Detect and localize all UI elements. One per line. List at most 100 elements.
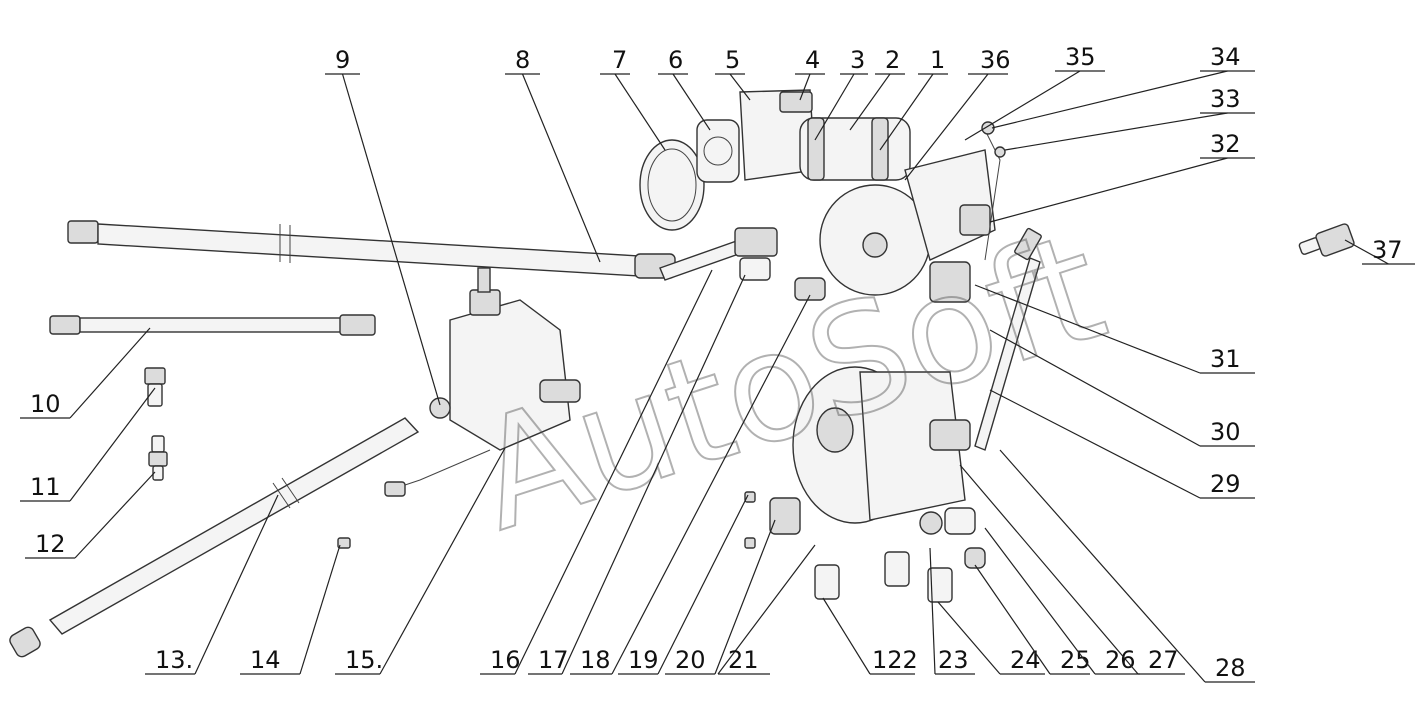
- callout-22: 122: [822, 597, 918, 675]
- callout-number: 122: [872, 646, 918, 674]
- callout-31: 31: [974, 284, 1255, 374]
- part-gasket-6: [696, 119, 740, 183]
- callout-leader-line: [611, 294, 811, 675]
- callout-11: 11: [20, 387, 156, 502]
- callout-number: 32: [1210, 130, 1241, 158]
- callout-number: 20: [675, 646, 706, 674]
- callout-13: 13.: [145, 494, 279, 675]
- callout-leader-line: [974, 284, 1201, 374]
- callout-leader-line: [984, 527, 1096, 675]
- callout-number: 28: [1215, 654, 1246, 682]
- callout-leader-line: [999, 449, 1206, 683]
- callout-number: 27: [1148, 646, 1179, 674]
- callout-leader-line: [672, 73, 711, 131]
- callout-2: 2: [849, 46, 905, 131]
- callout-16: 16: [480, 269, 713, 675]
- part-vaporiser-21-28: [744, 366, 986, 603]
- callout-leader-line: [299, 544, 341, 675]
- callout-36: 36: [904, 46, 1011, 181]
- callout-33: 33: [1004, 85, 1255, 151]
- callout-10: 10: [20, 327, 151, 419]
- callout-number: 7: [612, 46, 627, 74]
- callout-leader-line: [989, 389, 1201, 499]
- callout-number: 15.: [345, 646, 383, 674]
- callout-leader-line: [964, 70, 1081, 141]
- callout-number: 29: [1210, 470, 1241, 498]
- callout-25: 25: [974, 564, 1091, 675]
- callout-number: 4: [805, 46, 820, 74]
- callout-27: 27: [959, 464, 1185, 675]
- part-intake-hose-1-3: [799, 117, 911, 181]
- callout-32: 32: [989, 130, 1255, 223]
- part-hose-8: [67, 220, 676, 279]
- callout-leader-line: [514, 269, 713, 675]
- callout-leader-line: [989, 157, 1228, 223]
- callout-20: 20: [665, 519, 776, 675]
- callout-leader-line: [714, 519, 776, 675]
- callout-leader-line: [879, 73, 934, 151]
- part-regulator-15: [384, 267, 581, 497]
- callout-leader-line: [849, 73, 891, 131]
- callout-29: 29: [989, 389, 1255, 499]
- part-housing-4-5: [739, 89, 816, 181]
- callout-leader-line: [194, 494, 279, 675]
- part-drawings: [9, 89, 1355, 658]
- callout-19: 19: [618, 494, 749, 675]
- callout-leader-line: [561, 274, 746, 675]
- callout-24: 24: [937, 601, 1045, 675]
- part-fitting-37: [1298, 223, 1355, 257]
- callout-15: 15.: [335, 447, 506, 675]
- callout-leader-line: [717, 544, 816, 675]
- part-tube-13: [9, 417, 420, 658]
- callout-leader-line: [69, 327, 151, 419]
- callout-number: 21: [728, 646, 759, 674]
- callout-number: 3: [850, 46, 865, 74]
- callout-leader-line: [1004, 112, 1228, 151]
- callout-34: 34: [991, 43, 1255, 129]
- callout-37: 37: [1344, 236, 1415, 265]
- callout-number: 30: [1210, 418, 1241, 446]
- callout-leader-line: [974, 564, 1051, 675]
- callout-35: 35: [964, 43, 1105, 141]
- callout-5: 5: [715, 46, 751, 101]
- callout-number: 37: [1372, 236, 1403, 264]
- callout-leader-line: [799, 73, 811, 101]
- part-fitting-12: [148, 435, 168, 481]
- callout-leader-line: [379, 447, 506, 675]
- callout-1: 1: [879, 46, 948, 151]
- callout-number: 35: [1065, 43, 1096, 71]
- callout-leader-line: [1344, 239, 1389, 265]
- part-lever-29: [974, 257, 1041, 451]
- callout-leader-line: [614, 73, 666, 151]
- callout-number: 12: [35, 530, 66, 558]
- callout-leader-line: [341, 73, 441, 406]
- callout-17: 17: [528, 274, 746, 675]
- callout-number: 31: [1210, 345, 1241, 373]
- callout-leader-line: [69, 387, 156, 502]
- callout-number: 10: [30, 390, 61, 418]
- callout-number: 14: [250, 646, 281, 674]
- callout-number: 25: [1060, 646, 1091, 674]
- callout-leader-line: [814, 73, 855, 141]
- part-fitting-11: [144, 367, 166, 407]
- callout-28: 28: [999, 449, 1255, 683]
- callout-8: 8: [505, 46, 601, 263]
- callout-leader-line: [729, 73, 751, 101]
- callout-number: 6: [668, 46, 683, 74]
- callout-leader-line: [989, 329, 1201, 447]
- part-bracket-30-31: [929, 227, 1042, 303]
- callout-leader-line: [937, 601, 1001, 675]
- part-hose-10: [49, 314, 376, 336]
- callout-number: 17: [538, 646, 569, 674]
- callout-number: 34: [1210, 43, 1241, 71]
- callout-number: 33: [1210, 85, 1241, 113]
- callout-number: 13.: [155, 646, 193, 674]
- callout-leader-line: [959, 464, 1139, 675]
- callout-number: 9: [335, 46, 350, 74]
- part-valve-16-18: [659, 227, 826, 301]
- callout-number: 18: [580, 646, 611, 674]
- callout-leader-line: [657, 494, 749, 675]
- callout-number: 36: [980, 46, 1011, 74]
